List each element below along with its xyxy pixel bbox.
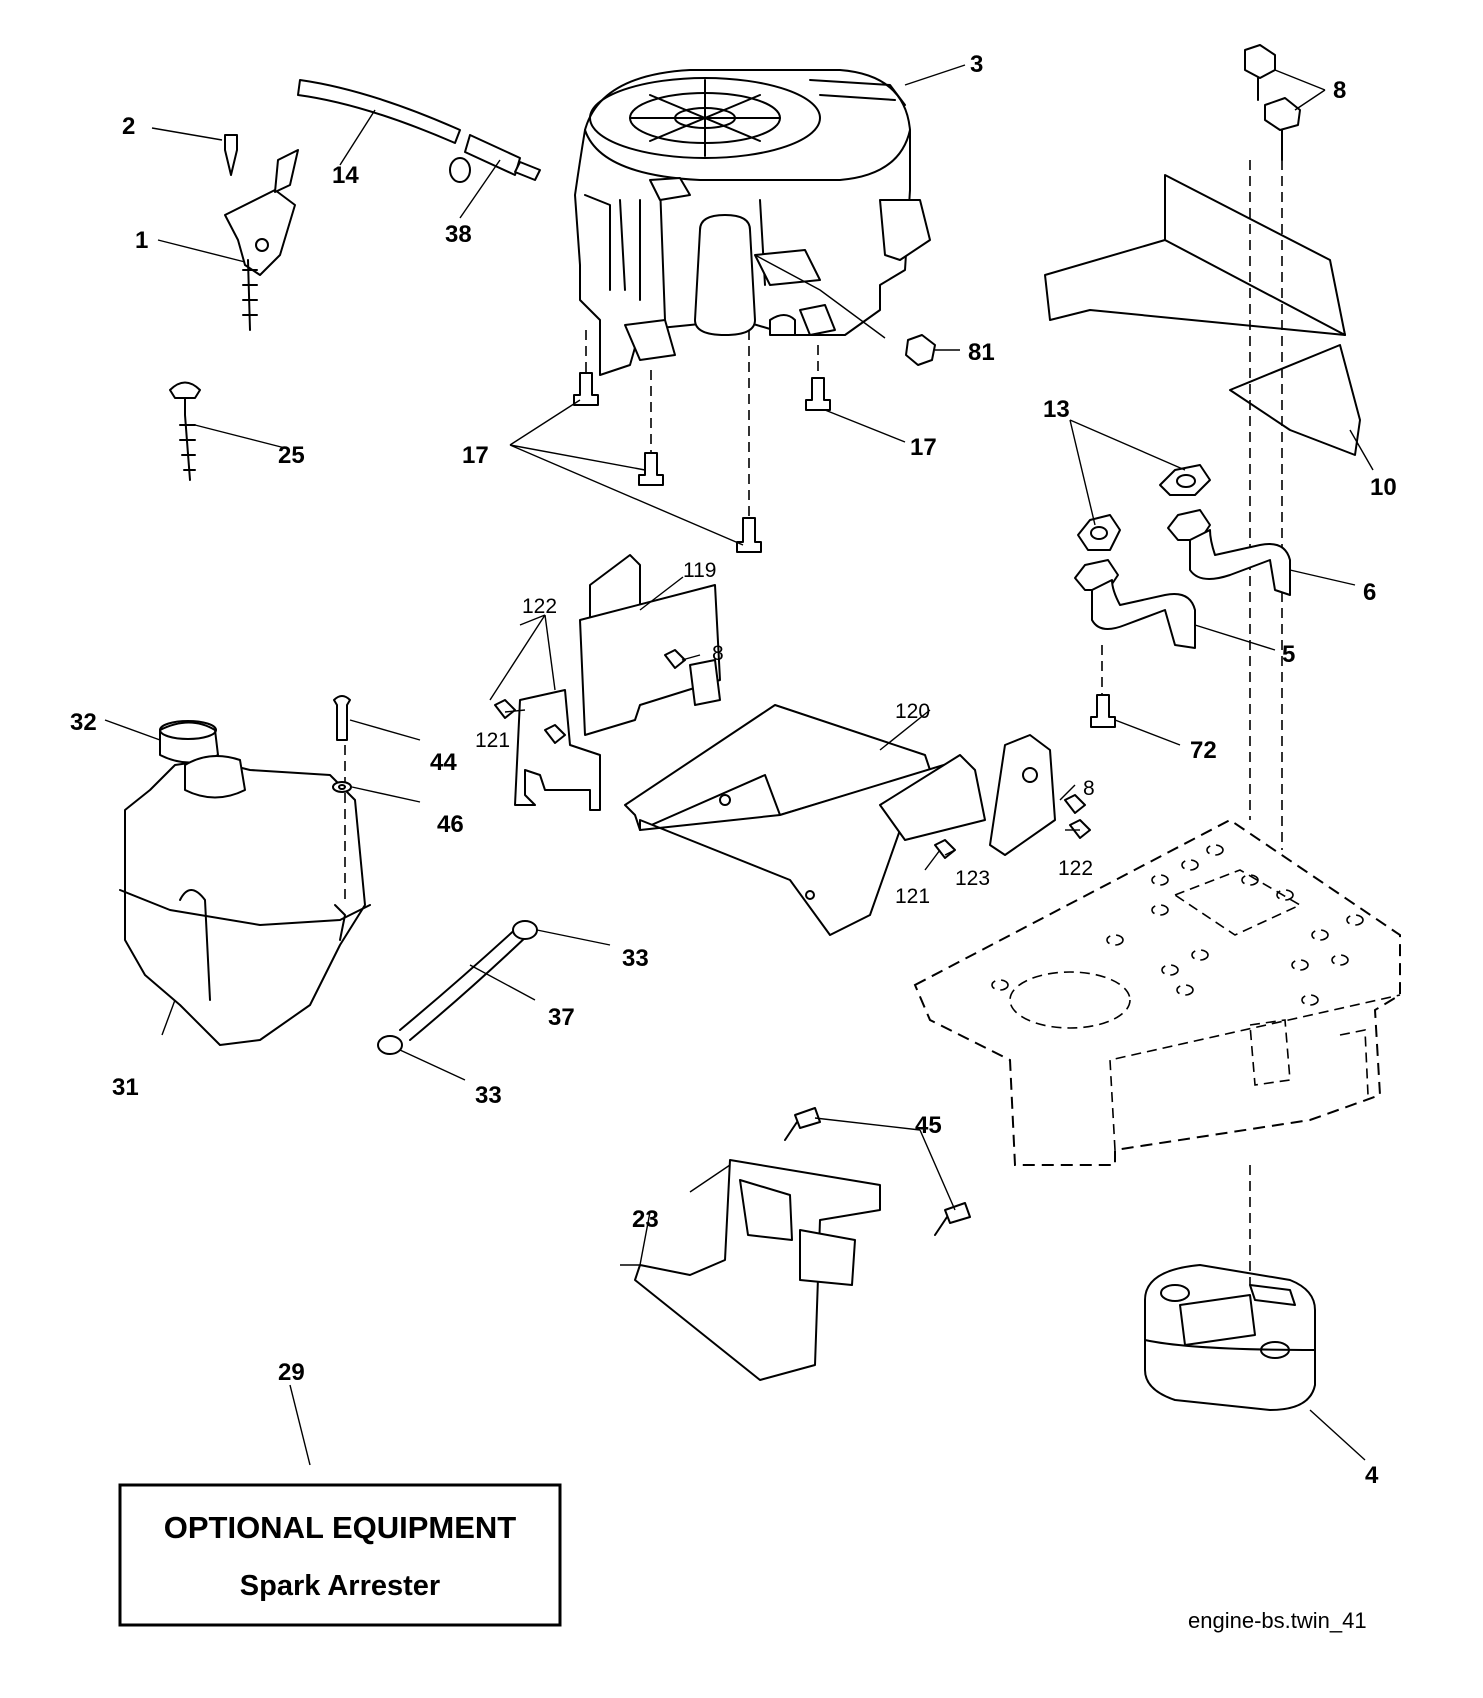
callout-17-left: 17 [462,442,489,469]
callout-8-bracket-right: 8 [1083,777,1095,800]
callout-5: 5 [1282,641,1295,668]
diagram-file-name: engine-bs.twin_41 [1188,1608,1367,1633]
callout-29: 29 [278,1359,305,1386]
callout-122-right: 122 [1058,857,1093,880]
callout-33-lower: 33 [475,1082,502,1109]
heat-shield [1044,44,1361,850]
engine-hardware [573,330,936,553]
callout-23: 23 [632,1206,659,1233]
callout-10: 10 [1370,474,1397,501]
optional-equipment-item: Spark Arrester [240,1570,440,1602]
exhaust-pipes [1074,464,1291,728]
callout-14: 14 [332,162,359,189]
callout-72: 72 [1190,737,1217,764]
callout-37: 37 [548,1004,575,1031]
callout-32: 32 [70,709,97,736]
optional-equipment-title: OPTIONAL EQUIPMENT [164,1510,517,1545]
callout-33-upper: 33 [622,945,649,972]
callout-8-top: 8 [1333,77,1346,104]
callout-17-right: 17 [910,434,937,461]
throttle-control [224,134,299,331]
callout-4: 4 [1365,1462,1379,1489]
muffler-bracket [634,1107,971,1381]
choke-cable [169,381,201,481]
chassis-frame [913,818,1401,1166]
callout-123: 123 [955,867,990,890]
fuel-tank [119,720,371,1046]
callout-121-left: 121 [475,729,510,752]
muffler [1144,1165,1316,1411]
callout-81: 81 [968,339,995,366]
callout-38: 38 [445,221,472,248]
callout-122-left: 122 [522,595,557,618]
callout-8-bracket-left: 8 [712,642,724,665]
callout-2: 2 [122,113,135,140]
engine [574,69,931,376]
callout-46: 46 [437,811,464,838]
callout-44: 44 [430,749,457,776]
callout-121-right: 121 [895,885,930,908]
callout-13: 13 [1043,396,1070,423]
callout-119: 119 [683,559,716,582]
callout-45: 45 [915,1112,942,1139]
callout-3: 3 [970,51,983,78]
callout-120: 120 [895,700,930,723]
callout-25: 25 [278,442,305,469]
fuel-line-and-filter [297,79,541,183]
leader-lines [104,64,1374,1466]
tank-screw-washer [332,695,352,793]
callout-labels: 3 2 14 38 1 8 10 81 25 17 17 13 6 5 72 1… [70,51,1397,1489]
callout-6: 6 [1363,579,1376,606]
optional-equipment-box: OPTIONAL EQUIPMENT Spark Arrester [118,1483,562,1627]
callout-1: 1 [135,227,148,254]
callout-31: 31 [112,1074,139,1101]
engine-brackets [494,554,1091,936]
